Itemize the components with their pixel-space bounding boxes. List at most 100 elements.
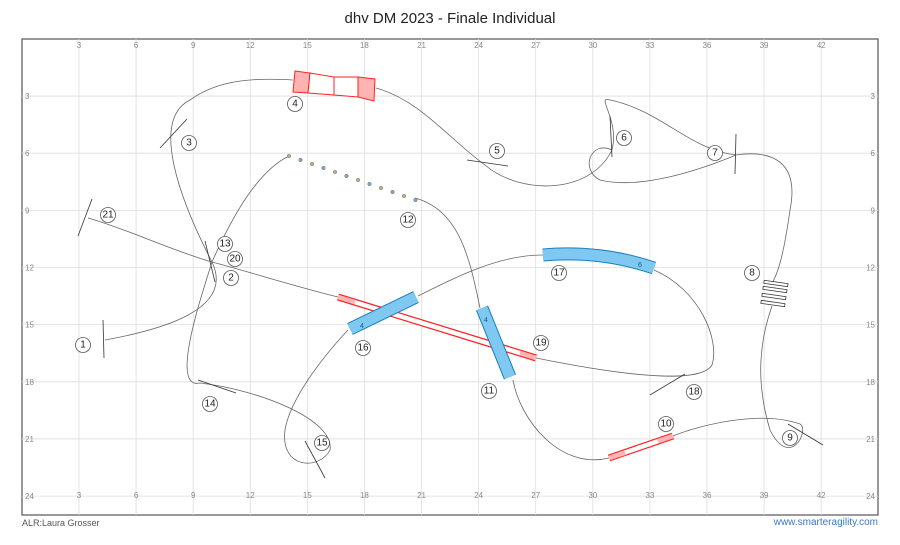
y-tick-label: 18 <box>25 378 34 387</box>
x-tick-label: 33 <box>645 41 654 50</box>
svg-text:5: 5 <box>494 146 500 157</box>
jump-3[interactable] <box>159 118 188 149</box>
x-tick-label: 18 <box>360 41 369 50</box>
tunnel-16[interactable]: 4 <box>347 291 419 335</box>
tunnel-11[interactable]: 4 <box>475 305 517 380</box>
website-link[interactable]: www.smarteragility.com <box>773 517 878 528</box>
x-tick-label: 18 <box>360 491 369 500</box>
tunnel-17[interactable]: 6 <box>542 247 657 275</box>
jump-7[interactable] <box>734 133 737 175</box>
x-tick-label: 6 <box>134 491 139 500</box>
x-tick-label: 36 <box>703 41 712 50</box>
y-tick-label: 24 <box>25 492 34 501</box>
obstacle-8[interactable] <box>760 279 789 308</box>
x-tick-label: 33 <box>645 491 654 500</box>
x-tick-label: 21 <box>417 491 426 500</box>
seesaw-10[interactable] <box>607 432 675 462</box>
weave-pole <box>379 185 384 190</box>
x-tick-label: 24 <box>474 491 483 500</box>
y-tick-label: 15 <box>866 321 875 330</box>
x-tick-label: 39 <box>760 41 769 50</box>
weave-pole <box>287 153 292 158</box>
obstacle-number-16: 16 <box>355 340 371 356</box>
jump-21[interactable] <box>77 198 93 237</box>
y-tick-label: 21 <box>866 435 875 444</box>
obstacle-number-6: 6 <box>616 130 632 146</box>
weave-pole <box>356 177 361 182</box>
obstacle-number-13: 13 <box>217 236 233 252</box>
x-tick-label: 42 <box>817 491 826 500</box>
weave-pole <box>344 173 349 178</box>
jumps <box>77 115 824 479</box>
weave-pole <box>413 197 418 202</box>
jump-14[interactable] <box>197 379 237 394</box>
x-tick-label: 30 <box>588 41 597 50</box>
jump-1[interactable] <box>102 319 105 359</box>
svg-text:4: 4 <box>292 99 298 110</box>
svg-text:1: 1 <box>80 340 86 351</box>
obstacle-number-3: 3 <box>181 135 197 151</box>
x-tick-label: 6 <box>134 41 139 50</box>
svg-text:9: 9 <box>787 433 793 444</box>
jump-2-13-20[interactable] <box>204 240 216 283</box>
y-tick-label: 15 <box>25 321 34 330</box>
y-tick-label: 9 <box>871 206 876 215</box>
author-label: ALR:Laura Grosser <box>22 518 100 528</box>
x-tick-label: 3 <box>77 491 82 500</box>
x-tick-label: 24 <box>474 41 483 50</box>
y-tick-label: 9 <box>25 206 30 215</box>
svg-text:11: 11 <box>484 386 495 397</box>
weave-pole <box>298 157 303 162</box>
field-border <box>21 38 879 516</box>
svg-text:7: 7 <box>712 148 718 159</box>
tunnel-11-length: 4 <box>484 317 488 324</box>
svg-text:21: 21 <box>102 210 114 221</box>
x-tick-label: 12 <box>246 41 255 50</box>
x-tick-label: 30 <box>588 491 597 500</box>
x-tick-label: 12 <box>246 491 255 500</box>
obstacle-number-17: 17 <box>551 265 567 281</box>
svg-text:19: 19 <box>535 338 547 349</box>
svg-text:18: 18 <box>688 387 700 398</box>
obstacle-number-7: 7 <box>707 145 723 161</box>
obstacle-number-9: 9 <box>782 430 798 446</box>
obstacle-number-10: 10 <box>658 416 674 432</box>
y-tick-label: 6 <box>25 149 30 158</box>
weave-poles-12[interactable] <box>287 153 418 202</box>
svg-text:13: 13 <box>219 239 231 250</box>
obstacle-number-12: 12 <box>400 212 416 228</box>
svg-text:8: 8 <box>749 268 755 279</box>
y-tick-label: 24 <box>866 492 875 501</box>
weave-pole <box>333 169 338 174</box>
weave-pole <box>310 161 315 166</box>
jump-9[interactable] <box>787 423 824 446</box>
x-tick-label: 15 <box>303 491 312 500</box>
jump-6[interactable] <box>609 115 613 158</box>
jump-15[interactable] <box>304 440 326 479</box>
svg-text:2: 2 <box>228 273 234 284</box>
y-tick-label: 3 <box>871 92 876 101</box>
y-tick-label: 3 <box>25 92 30 101</box>
obstacle-number-1: 1 <box>75 337 91 353</box>
obstacle-number-20: 20 <box>227 251 243 267</box>
jump-18[interactable] <box>649 373 686 396</box>
dogwalk-4[interactable] <box>292 70 376 102</box>
tunnel-17-length: 6 <box>638 262 642 269</box>
obstacle-number-4: 4 <box>287 96 303 112</box>
svg-text:15: 15 <box>316 438 328 449</box>
obstacle-number-15: 15 <box>314 435 330 451</box>
x-tick-label: 27 <box>531 41 540 50</box>
svg-text:20: 20 <box>229 254 241 265</box>
svg-text:6: 6 <box>621 133 627 144</box>
obstacle-number-8: 8 <box>744 265 760 281</box>
x-tick-label: 3 <box>77 41 82 50</box>
obstacle-number-21: 21 <box>100 207 116 223</box>
svg-text:12: 12 <box>402 215 414 226</box>
x-tick-label: 27 <box>531 491 540 500</box>
tunnel-16-length: 4 <box>360 323 364 330</box>
svg-text:17: 17 <box>553 268 565 279</box>
jump-5[interactable] <box>466 159 509 167</box>
obstacle-number-5: 5 <box>489 143 505 159</box>
